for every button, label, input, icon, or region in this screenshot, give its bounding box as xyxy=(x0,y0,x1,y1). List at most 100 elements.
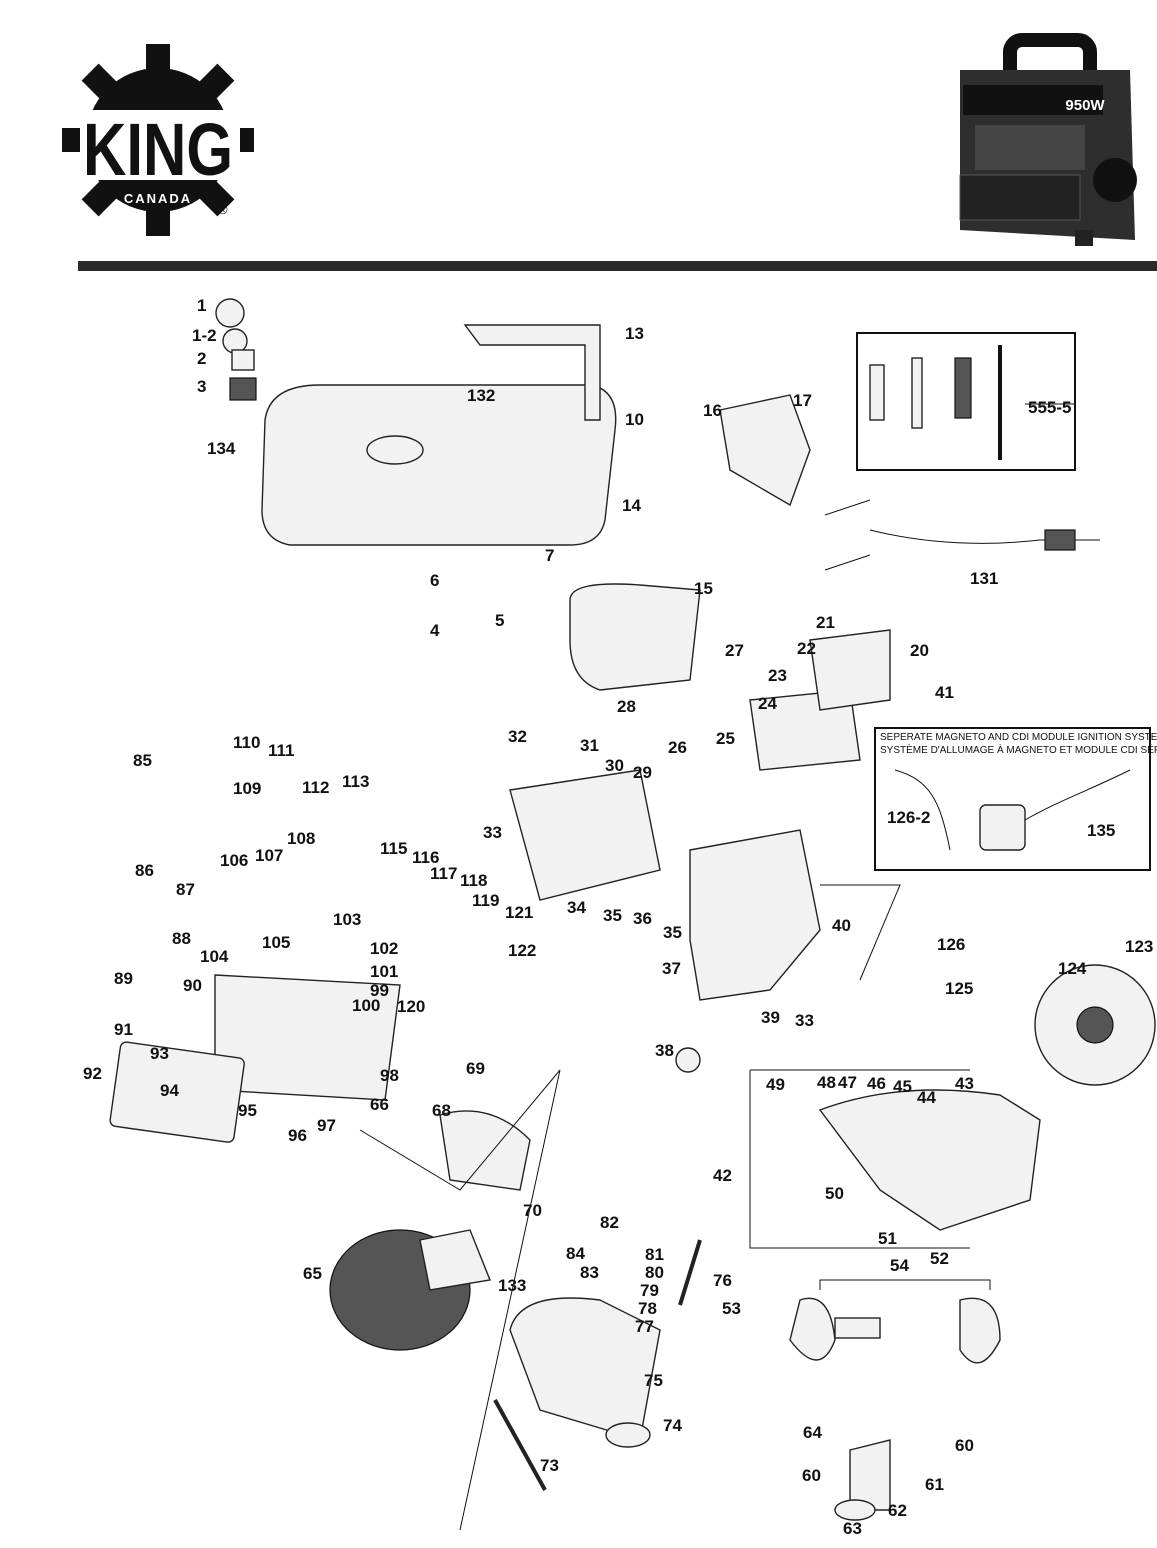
part-label: 132 xyxy=(467,386,495,405)
part-label: 134 xyxy=(207,439,236,458)
part-label: 23 xyxy=(768,666,787,685)
part-label: 20 xyxy=(910,641,929,660)
part-label: 126 xyxy=(937,935,965,954)
part-label: 88 xyxy=(172,929,191,948)
header-divider xyxy=(78,261,1157,271)
part-label: 29 xyxy=(633,763,652,782)
part-label: 108 xyxy=(287,829,315,848)
part-label: 32 xyxy=(508,727,527,746)
part-label: 90 xyxy=(183,976,202,995)
part-label: 16 xyxy=(703,401,722,420)
part-label: 21 xyxy=(816,613,835,632)
part-label: 10 xyxy=(625,410,644,429)
logo-registered: ® xyxy=(218,202,228,217)
part-label: 74 xyxy=(663,1416,682,1435)
part-label: 1 xyxy=(197,296,206,315)
part-label: 105 xyxy=(262,933,290,952)
part-label: 7 xyxy=(545,546,554,565)
part-label: 24 xyxy=(758,694,777,713)
part-label: 93 xyxy=(150,1044,169,1063)
part-label: 31 xyxy=(580,736,599,755)
part-label: 117 xyxy=(430,864,457,883)
part-label: 44 xyxy=(917,1088,936,1107)
part-label: 61 xyxy=(925,1475,944,1494)
part-label: 17 xyxy=(793,391,812,410)
part-label: 95 xyxy=(238,1101,257,1120)
part-label: 2 xyxy=(197,349,206,368)
part-label: 26 xyxy=(668,738,687,757)
part-label: 52 xyxy=(930,1249,949,1268)
ignition-title-fr: SYSTÈME D'ALLUMAGE À MAGNETO ET MODULE C… xyxy=(880,743,1157,756)
part-label: 14 xyxy=(622,496,641,515)
part-label: 42 xyxy=(713,1166,732,1185)
part-label: 4 xyxy=(430,621,440,640)
part-label: 40 xyxy=(832,916,851,935)
part-label: 94 xyxy=(160,1081,179,1100)
part-label: 1-2 xyxy=(192,326,217,345)
part-label: 120 xyxy=(397,997,425,1016)
part-label: 87 xyxy=(176,880,195,899)
part-label: 112 xyxy=(302,778,329,797)
part-label: 65 xyxy=(303,1264,322,1283)
part-label: 80 xyxy=(645,1263,664,1282)
ignition-system-box: SEPERATE MAGNETO AND CDI MODULE IGNITION… xyxy=(874,727,1157,871)
part-label: 22 xyxy=(797,639,816,658)
logo-brand: KING xyxy=(83,108,233,191)
part-label: 33 xyxy=(795,1011,814,1030)
part-label: 81 xyxy=(645,1245,664,1264)
part-label: 36 xyxy=(633,909,652,928)
part-label: 64 xyxy=(803,1423,822,1442)
part-label: 28 xyxy=(617,697,636,716)
part-label: 121 xyxy=(505,903,533,922)
part-label: 124 xyxy=(1058,959,1087,978)
part-label: 3 xyxy=(197,377,206,396)
part-label: 118 xyxy=(460,871,487,890)
part-label: 54 xyxy=(890,1256,909,1275)
part-label: 122 xyxy=(508,941,536,960)
ignition-title-en: SEPERATE MAGNETO AND CDI MODULE IGNITION… xyxy=(880,732,1157,743)
part-outlines xyxy=(109,298,1156,1531)
part-label: 82 xyxy=(600,1213,619,1232)
part-label: 99 xyxy=(370,981,389,1000)
part-label: 109 xyxy=(233,779,261,798)
part-label: 92 xyxy=(83,1064,102,1083)
part-label: 125 xyxy=(945,979,973,998)
part-label: 113 xyxy=(342,772,369,791)
part-label: 25 xyxy=(716,729,735,748)
part-label: 106 xyxy=(220,851,248,870)
part-label: 38 xyxy=(655,1041,674,1060)
king-canada-logo: KING CANADA ® xyxy=(62,44,254,236)
part-label: 75 xyxy=(644,1371,663,1390)
part-label: 131 xyxy=(970,569,998,588)
part-label: 104 xyxy=(200,947,229,966)
part-label: 62 xyxy=(888,1501,907,1520)
part-label: 41 xyxy=(935,683,954,702)
part-label: 13 xyxy=(625,324,644,343)
part-label: 96 xyxy=(288,1126,307,1145)
part-label: 69 xyxy=(466,1059,485,1078)
part-label: 48 xyxy=(817,1073,836,1092)
gear-icon xyxy=(62,44,254,236)
part-label: 86 xyxy=(135,861,154,880)
part-label: 34 xyxy=(567,898,586,917)
part-label: 97 xyxy=(317,1116,336,1135)
part-label: 49 xyxy=(766,1075,785,1094)
part-label: 30 xyxy=(605,756,624,775)
part-label: 100 xyxy=(352,996,380,1015)
part-label: 107 xyxy=(255,846,283,865)
part-label: 50 xyxy=(825,1184,844,1203)
part-label: 111 xyxy=(268,741,295,760)
part-label: 39 xyxy=(761,1008,780,1027)
part-label: 60 xyxy=(802,1466,821,1485)
part-label: 133 xyxy=(498,1276,526,1295)
part-label: 68 xyxy=(432,1101,451,1120)
part-label: 84 xyxy=(566,1244,585,1263)
part-label: 15 xyxy=(694,579,713,598)
part-label: 83 xyxy=(580,1263,599,1282)
part-label: 98 xyxy=(380,1066,399,1085)
part-label: 53 xyxy=(722,1299,741,1318)
part-label: 45 xyxy=(893,1077,912,1096)
part-label: 47 xyxy=(838,1073,857,1092)
